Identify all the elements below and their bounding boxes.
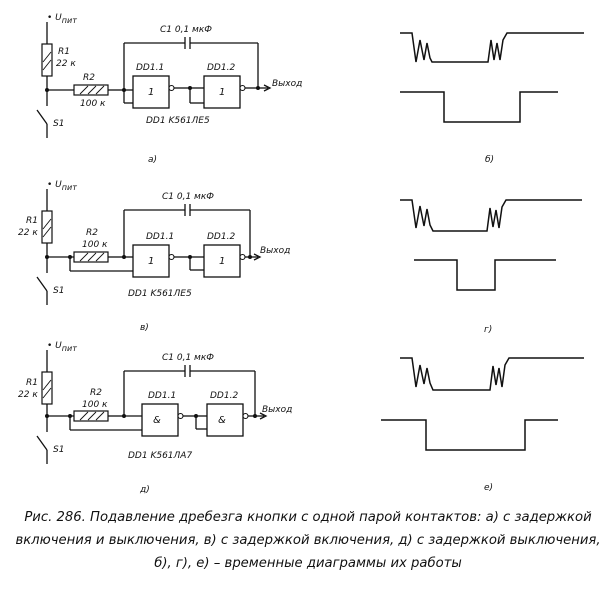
- r2-label: R2: [83, 73, 95, 83]
- svg-text:1: 1: [148, 256, 154, 267]
- svg-text:&: &: [218, 415, 226, 426]
- panel-tag: в): [140, 323, 149, 333]
- gate-dd1-2: & DD1.2: [206, 391, 249, 437]
- output-label: Выход: [272, 79, 302, 89]
- schematic-panel-d: • Uпит R1 22 к R2 100 к S1: [18, 341, 292, 495]
- r2-value: 100 к: [82, 400, 108, 410]
- figure: • Uпит R1 22 к R2 100 к S1: [18, 13, 584, 495]
- gate1-label: DD1.1: [136, 63, 164, 73]
- panel-tag: a): [148, 155, 157, 165]
- resistor-r1: R1 22 к: [41, 43, 76, 77]
- switch-s1: S1: [36, 416, 64, 464]
- timing-panel-e: е): [381, 357, 584, 493]
- capacitor-c1: C1 0,1 мкФ: [162, 353, 214, 377]
- svg-text:1: 1: [148, 87, 154, 98]
- gate1-label: DD1.1: [148, 391, 176, 401]
- switch-s1: S1: [36, 90, 64, 138]
- svg-text:&: &: [153, 415, 161, 426]
- output-label: Выход: [262, 405, 292, 415]
- supply-label: • Uпит: [47, 341, 77, 353]
- output-label: Выход: [260, 246, 290, 256]
- resistor-r2: R2 100 к: [73, 228, 109, 263]
- svg-text:1: 1: [219, 256, 225, 267]
- figure-caption: Рис. 286. Подавление дребезга кнопки с о…: [15, 510, 601, 571]
- gate-dd1-1: & DD1.1: [141, 391, 184, 437]
- r1-value: 22 к: [56, 59, 76, 69]
- c1-label: C1 0,1 мкФ: [162, 353, 214, 363]
- c1-label: C1 0,1 мкФ: [160, 25, 212, 35]
- gate-dd1-2: 1 DD1.2: [203, 63, 246, 109]
- r1-label: R1: [26, 378, 38, 388]
- resistor-r2: R2 100 к: [73, 388, 109, 422]
- gate1-label: DD1.1: [146, 232, 174, 242]
- gate-dd1-1: 1 DD1.1: [132, 63, 175, 109]
- r1-value: 22 к: [18, 390, 38, 400]
- r2-label: R2: [90, 388, 102, 398]
- gate-dd1-2: 1 DD1.2: [203, 232, 246, 278]
- panel-tag: е): [484, 483, 493, 493]
- resistor-r1: R1 22 к: [18, 210, 53, 244]
- r2-value: 100 к: [80, 99, 106, 109]
- gate2-label: DD1.2: [210, 391, 238, 401]
- r2-label: R2: [86, 228, 98, 238]
- r1-value: 22 к: [18, 228, 38, 238]
- capacitor-c1: C1 0,1 мкФ: [162, 192, 214, 216]
- schematic-panel-v: • Uпит R1 22 к R2 100 к S1: [18, 180, 290, 333]
- panel-tag: б): [485, 155, 494, 165]
- panel-tag: д): [139, 485, 150, 495]
- gate-dd1-1: 1 DD1.1: [132, 232, 175, 278]
- r1-label: R1: [26, 216, 38, 226]
- s1-label: S1: [53, 286, 64, 296]
- gate2-label: DD1.2: [207, 232, 235, 242]
- capacitor-c1: C1 0,1 мкФ: [160, 25, 212, 49]
- r2-value: 100 к: [82, 240, 108, 250]
- timing-panel-g: г): [400, 199, 582, 335]
- supply-label: • Uпит: [47, 180, 77, 192]
- c1-label: C1 0,1 мкФ: [162, 192, 214, 202]
- switch-signal-waveform: [400, 199, 582, 232]
- supply-label: • Uпит: [47, 13, 77, 25]
- gate2-label: DD1.2: [207, 63, 235, 73]
- s1-label: S1: [53, 119, 64, 129]
- output-signal-waveform: [381, 419, 558, 451]
- output-signal-waveform: [400, 91, 558, 123]
- schematic-panel-a: • Uпит R1 22 к R2 100 к S1: [36, 13, 302, 165]
- switch-signal-waveform: [400, 32, 584, 63]
- timing-panel-b: б): [400, 32, 584, 165]
- resistor-r2: R2 100 к: [73, 73, 109, 109]
- panel-tag: г): [484, 325, 492, 335]
- chip-label: DD1 K561ЛА7: [128, 451, 192, 461]
- chip-label: DD1 K561ЛЕ5: [128, 289, 192, 299]
- switch-s1: S1: [36, 257, 64, 305]
- resistor-r1: R1 22 к: [18, 371, 53, 405]
- s1-label: S1: [53, 445, 64, 455]
- chip-label: DD1 K561ЛЕ5: [146, 116, 210, 126]
- switch-signal-waveform: [400, 357, 584, 391]
- r1-label: R1: [58, 47, 70, 57]
- output-signal-waveform: [414, 259, 556, 291]
- svg-text:1: 1: [219, 87, 225, 98]
